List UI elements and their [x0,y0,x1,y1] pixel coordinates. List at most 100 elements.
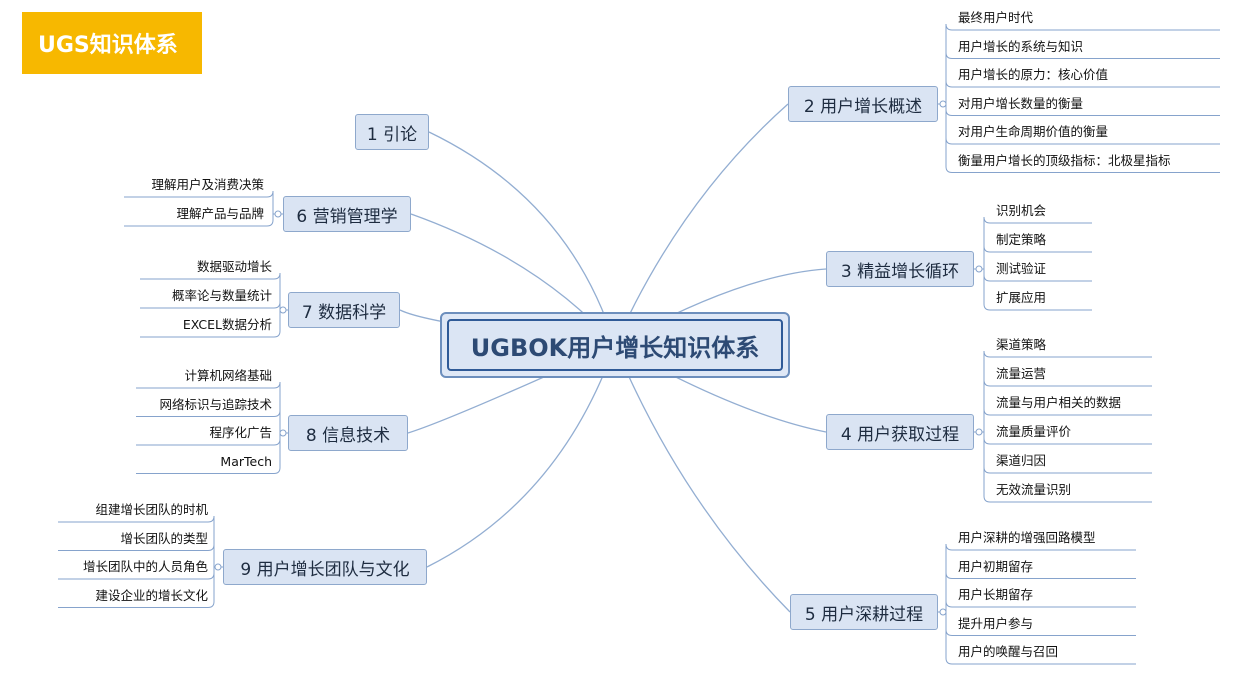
leaf-underline [983,274,1092,282]
central-topic[interactable]: UGBOK用户增长知识体系 [440,312,790,378]
leaf-topic[interactable]: 扩展应用 [996,290,1047,305]
branch-marketing-management[interactable]: 6 营销管理学 [283,196,411,232]
leaf-underline [983,437,1152,445]
leaf-underline [124,190,274,198]
branch-label: 7 数据科学 [301,302,387,323]
branch-intro[interactable]: 1 引论 [355,114,429,150]
collapse-handle-icon[interactable] [975,428,983,436]
leaf-underline [140,272,281,280]
leaf-underline [945,109,1220,116]
leaf-topic[interactable]: MarTech [220,453,272,469]
branch-connector [614,103,789,346]
leaf-topic[interactable]: 无效流量识别 [996,482,1072,497]
leaf-underline [945,600,1136,608]
branch-label: 6 营销管理学 [296,206,398,227]
leaf-underline [945,52,1220,59]
leaf-topic[interactable]: 程序化广告 [209,425,272,440]
leaf-underline [58,601,215,608]
leaf-topic[interactable]: 衡量用户增长的顶级指标：北极星指标 [958,152,1171,168]
branch-label: 8 信息技术 [305,425,391,446]
leaf-underline [983,495,1152,503]
leaf-topic[interactable]: 对用户增长数量的衡量 [958,95,1084,111]
leaf-topic[interactable]: 计算机网络基础 [184,368,272,383]
branch-label: 1 引论 [366,124,418,145]
leaf-topic[interactable]: 渠道归因 [996,453,1047,468]
leaf-topic[interactable]: 对用户生命周期价值的衡量 [958,124,1109,139]
branch-connector [426,344,616,568]
leaf-underline [58,515,215,523]
branch-label: 4 用户获取过程 [840,424,960,445]
title-badge: UGS知识体系 [22,12,202,74]
leaf-underline [945,543,1136,551]
collapse-handle-icon[interactable] [279,429,287,437]
leaf-underline [945,166,1220,173]
leaf-underline [983,408,1152,416]
central-topic-label: UGBOK用户增长知识体系 [447,319,783,371]
leaf-underline [945,572,1136,579]
leaf-underline [983,216,1092,224]
leaf-underline [136,438,281,446]
title-badge-text: UGS知识体系 [38,33,178,58]
leaf-underline [136,467,281,474]
branch-label: 2 用户增长概述 [803,96,923,117]
leaf-topic[interactable]: 测试验证 [996,261,1047,276]
leaf-topic[interactable]: 渠道策略 [996,337,1047,352]
leaf-topic[interactable]: 理解产品与品牌 [176,206,264,221]
leaf-underline [945,137,1220,145]
leaf-underline [983,466,1152,474]
leaf-topic[interactable]: 用户深耕的增强回路模型 [958,530,1096,545]
leaf-topic[interactable]: 用户长期留存 [958,587,1034,602]
leaf-topic[interactable]: 数据驱动增长 [196,259,272,274]
branch-growth-overview[interactable]: 2 用户增长概述 [788,86,938,122]
branch-user-engagement[interactable]: 5 用户深耕过程 [790,594,938,630]
leaf-underline [136,410,281,417]
leaf-underline [945,23,1220,31]
collapse-handle-icon[interactable] [214,563,222,571]
leaf-topic[interactable]: 建设企业的增长文化 [95,587,208,603]
leaf-topic[interactable]: 用户初期留存 [958,558,1034,574]
leaf-underline [124,219,274,227]
leaf-underline [945,80,1220,88]
leaf-topic[interactable]: 网络标识与追踪技术 [159,396,272,412]
leaf-underline [983,303,1092,311]
branch-data-science[interactable]: 7 数据科学 [288,292,400,328]
branch-label: 3 精益增长循环 [840,261,960,282]
leaf-underline [58,572,215,580]
collapse-handle-icon[interactable] [274,210,282,218]
branch-label: 9 用户增长团队与文化 [240,559,410,580]
leaf-topic[interactable]: 流量质量评价 [996,424,1072,439]
branch-user-acquisition[interactable]: 4 用户获取过程 [826,414,974,450]
branch-lean-growth-loop[interactable]: 3 精益增长循环 [826,251,974,287]
leaf-topic[interactable]: 流量运营 [996,366,1047,381]
leaf-underline [140,330,281,338]
leaf-topic[interactable]: 流量与用户相关的数据 [996,395,1122,410]
collapse-handle-icon[interactable] [939,100,947,108]
leaf-topic[interactable]: 增长团队的类型 [120,530,208,546]
leaf-topic[interactable]: 提升用户参与 [958,615,1034,631]
leaf-topic[interactable]: EXCEL数据分析 [182,317,272,332]
leaf-topic[interactable]: 理解用户及消费决策 [151,177,264,192]
leaf-topic[interactable]: 组建增长团队的时机 [95,502,208,517]
leaf-underline [983,379,1152,387]
leaf-topic[interactable]: 概率论与数量统计 [171,288,272,303]
leaf-topic[interactable]: 用户的唤醒与召回 [958,644,1059,659]
branch-growth-team-culture[interactable]: 9 用户增长团队与文化 [223,549,427,585]
leaf-underline [945,657,1136,665]
branch-information-technology[interactable]: 8 信息技术 [288,415,408,451]
collapse-handle-icon[interactable] [939,608,947,616]
branch-connector [614,344,791,613]
collapse-handle-icon[interactable] [975,265,983,273]
leaf-underline [983,350,1152,358]
leaf-topic[interactable]: 识别机会 [996,203,1047,218]
branch-connector [428,131,616,346]
branch-label: 5 用户深耕过程 [804,604,924,625]
leaf-underline [983,245,1092,253]
leaf-topic[interactable]: 最终用户时代 [958,10,1034,25]
leaf-underline [136,381,281,389]
leaf-topic[interactable]: 用户增长的原力：核心价值 [958,67,1109,82]
leaf-topic[interactable]: 增长团队中的人员角色 [82,559,208,574]
leaf-topic[interactable]: 制定策略 [996,232,1047,247]
collapse-handle-icon[interactable] [279,306,287,314]
leaf-topic[interactable]: 用户增长的系统与知识 [958,38,1084,54]
leaf-underline [140,301,281,309]
